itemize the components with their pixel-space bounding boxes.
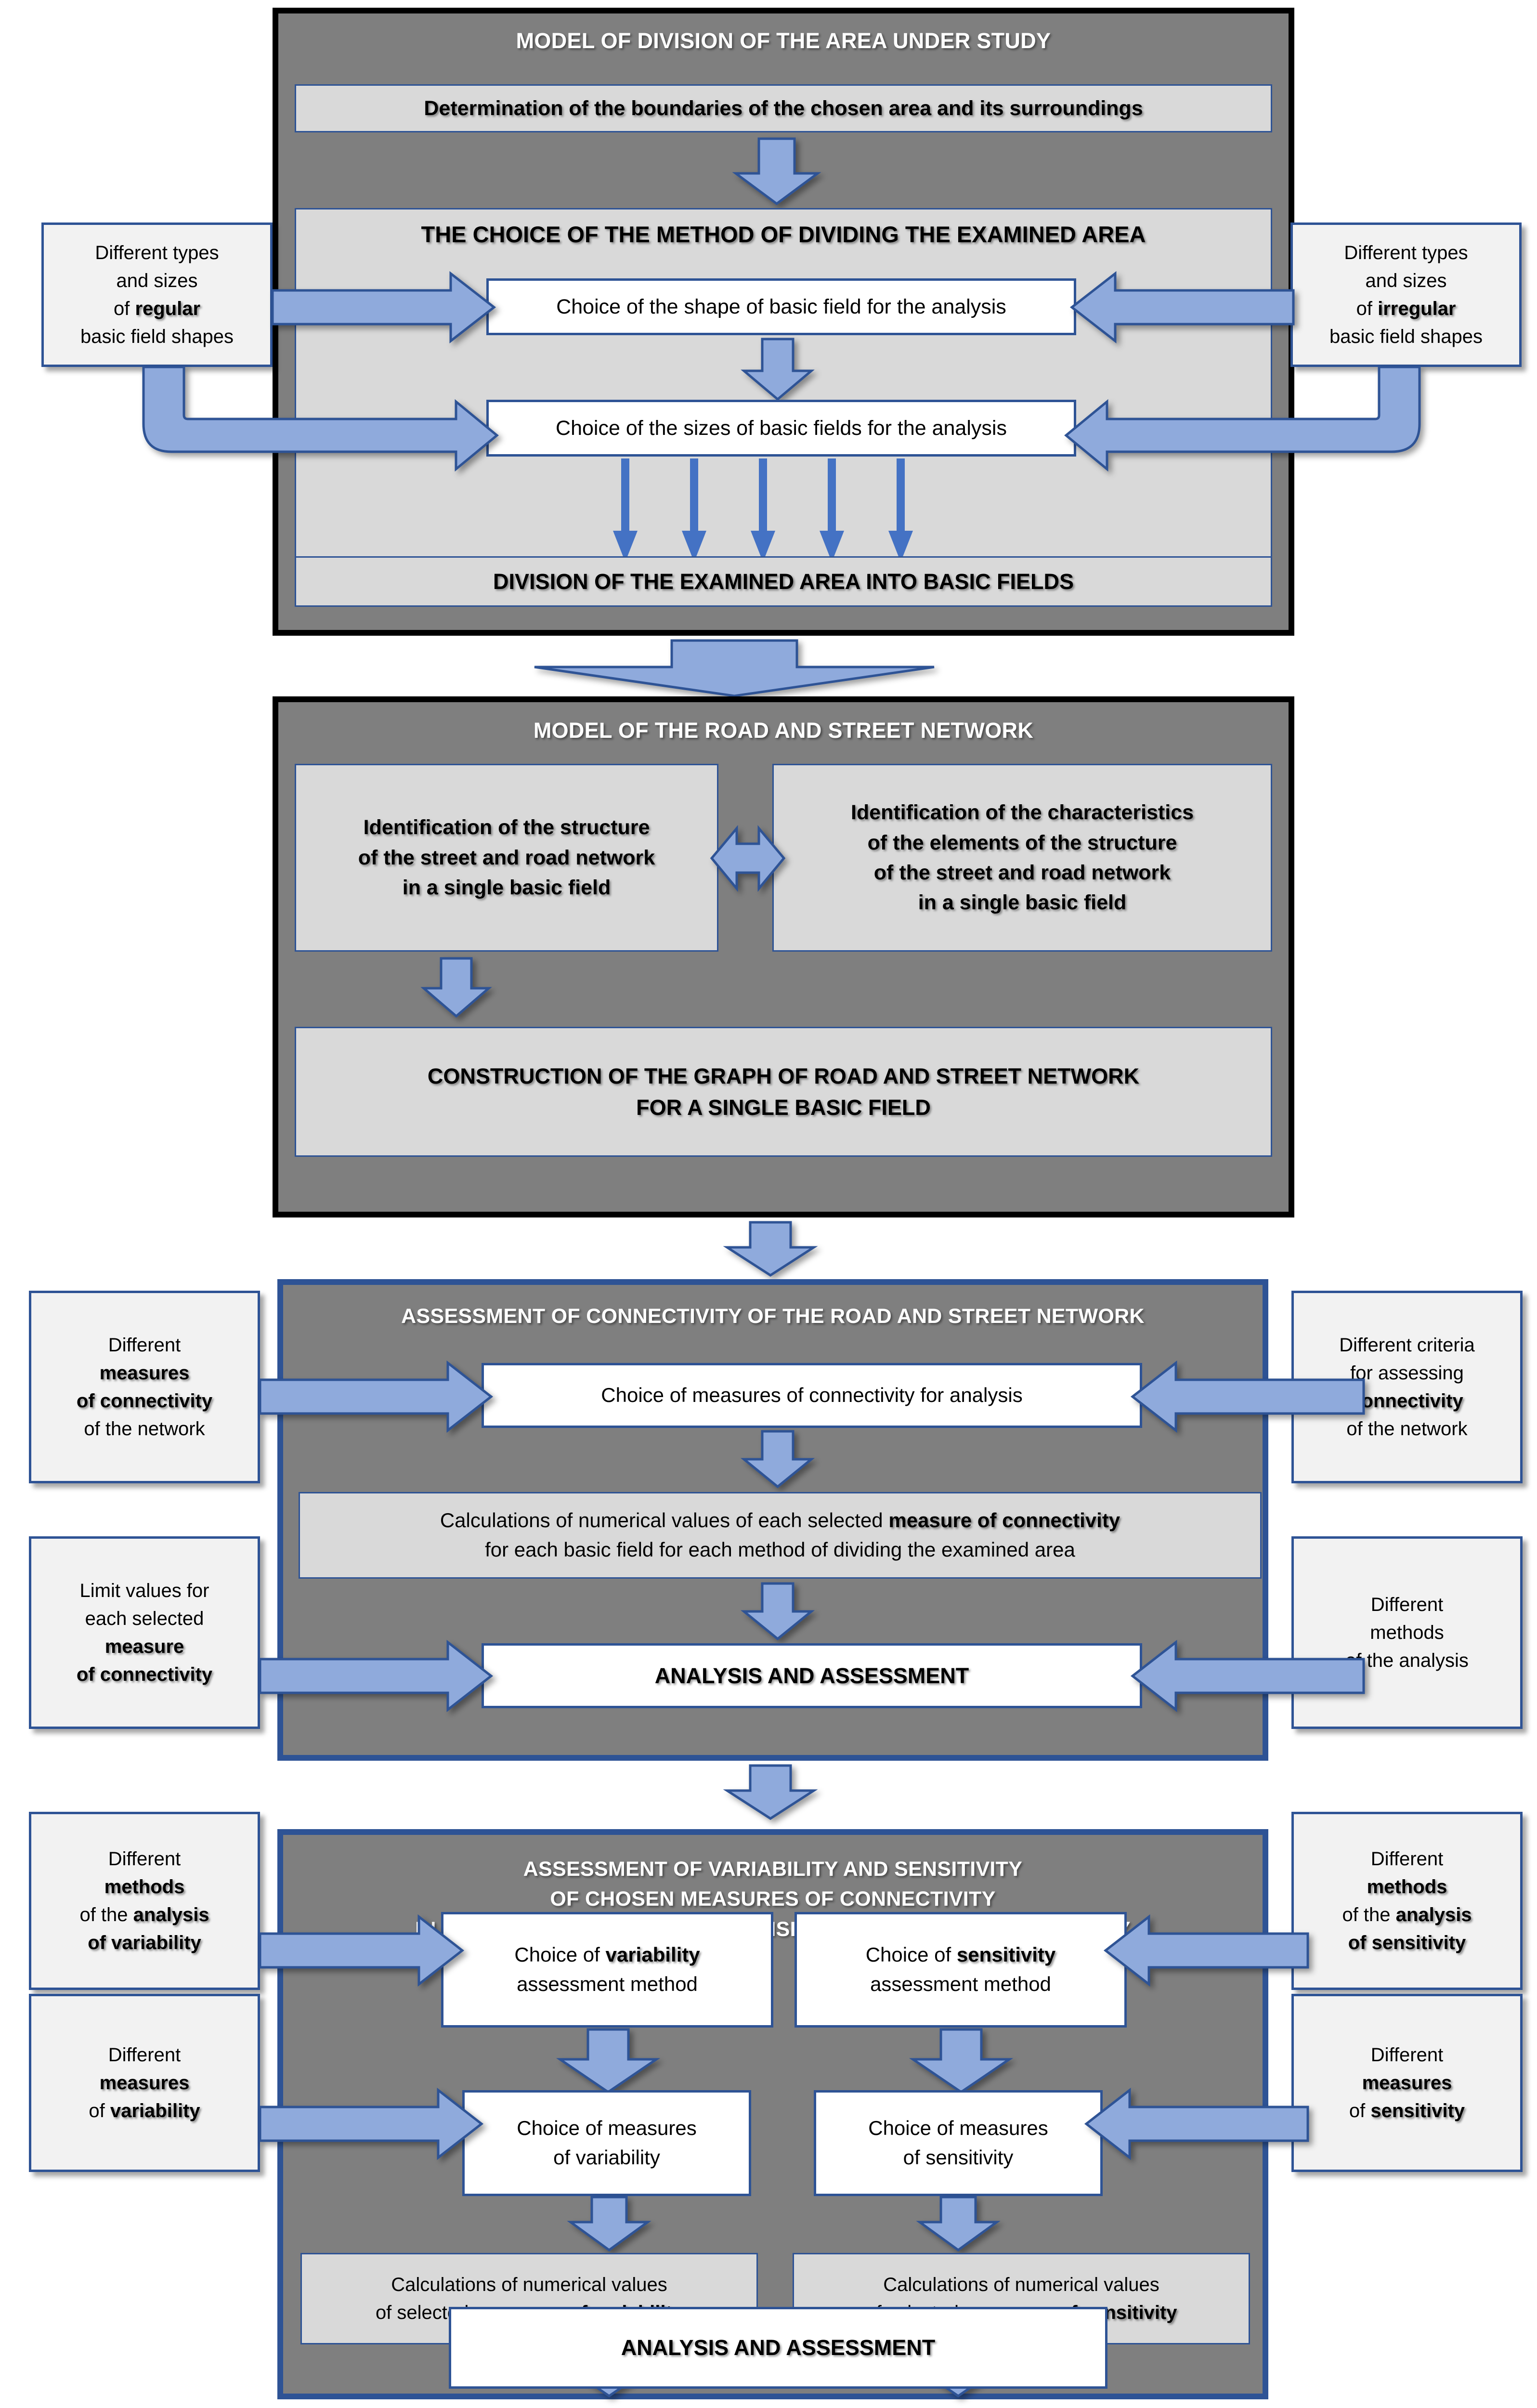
calculations-connectivity-text: Calculations of numerical values of each… [440, 1509, 1120, 1561]
connector-section1-to-section2 [534, 639, 935, 697]
section-3-title: ASSESSMENT OF CONNECTIVITY OF THE ROAD A… [401, 1305, 1145, 1328]
box-construction-of-graph: CONSTRUCTION OF THE GRAPH OF ROAD AND ST… [295, 1027, 1272, 1157]
section-1-title: MODEL OF DIVISION OF THE AREA UNDER STUD… [516, 28, 1051, 53]
connector-section3-to-section4 [723, 1764, 818, 1820]
connector-section2-to-section3 [723, 1221, 818, 1277]
box-determination-boundaries: Determination of the boundaries of the c… [295, 84, 1272, 132]
box-calculations-connectivity: Calculations of numerical values of each… [299, 1492, 1262, 1579]
box-choice-measures-connectivity: Choice of measures of connectivity for a… [482, 1363, 1142, 1428]
section-2-title: MODEL OF THE ROAD AND STREET NETWORK [533, 718, 1034, 743]
construction-graph-text: CONSTRUCTION OF THE GRAPH OF ROAD AND ST… [427, 1063, 1140, 1120]
box-choice-of-method-header: THE CHOICE OF THE METHOD OF DIVIDING THE… [295, 208, 1272, 567]
box-bottom-analysis-assessment: ANALYSIS AND ASSESSMENT [449, 2307, 1107, 2389]
box-analysis-and-assessment-connectivity: ANALYSIS AND ASSESSMENT [482, 1643, 1142, 1708]
box-division-into-basic-fields: DIVISION OF THE EXAMINED AREA INTO BASIC… [295, 556, 1272, 607]
box-choice-of-sizes: Choice of the sizes of basic fields for … [486, 400, 1076, 457]
box-choice-of-shape: Choice of the shape of basic field for t… [486, 278, 1076, 335]
